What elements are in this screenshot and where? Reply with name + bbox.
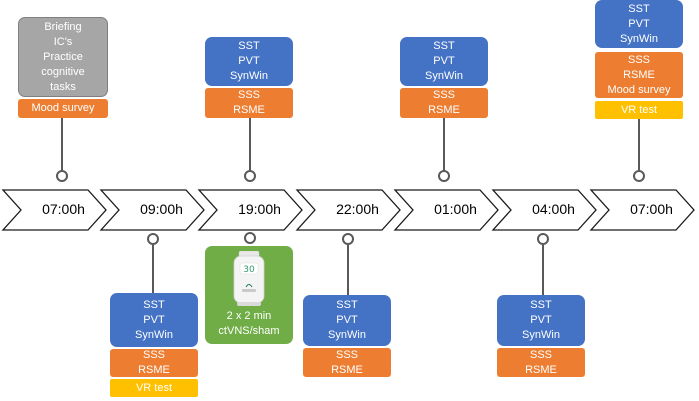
questionnaire-label: RSME — [428, 104, 460, 116]
briefing-line: Practice — [43, 50, 83, 63]
chevron-0700-start — [1, 189, 107, 231]
task-label: SST — [433, 40, 455, 52]
task-label: SynWin — [230, 70, 268, 82]
questionnaire-label: RSME — [138, 364, 170, 376]
task-label: PVT — [530, 314, 552, 326]
timepoint-marker — [537, 233, 549, 245]
connector-line — [249, 118, 251, 171]
timepoint-marker — [633, 170, 645, 182]
questionnaire-label: RSME — [525, 363, 557, 376]
cognitive-tasks-box: SST PVT SynWin — [497, 295, 585, 346]
vr-test-label: VR test — [135, 381, 173, 394]
connector-line — [61, 118, 63, 171]
time-label-0700-end: 07:00h — [630, 201, 673, 217]
task-label: SST — [238, 40, 260, 52]
stimulation-label: ctVNS/sham — [218, 325, 280, 337]
mood-survey-box: Mood survey — [18, 99, 108, 118]
task-label: PVT — [628, 17, 650, 30]
timepoint-marker — [244, 170, 256, 182]
chevron-0700-end — [589, 189, 695, 231]
briefing-line: cognitive — [41, 65, 85, 78]
stimulation-box: 30 2 x 2 min ctVNS/sham — [205, 246, 293, 344]
task-label: PVT — [433, 55, 455, 67]
task-label: SynWin — [328, 329, 366, 341]
task-label: SST — [530, 299, 552, 311]
task-label: SynWin — [522, 329, 560, 341]
svg-text:30: 30 — [243, 265, 255, 275]
vr-test-box: VR test — [595, 101, 683, 119]
task-label: SynWin — [135, 328, 173, 341]
questionnaire-box: SSS RSME — [303, 348, 391, 377]
cognitive-tasks-box: SST PVT SynWin — [303, 295, 391, 346]
connector-line — [443, 118, 445, 171]
time-label-2200: 22:00h — [336, 201, 379, 217]
questionnaire-box: SSS RSME Mood survey — [595, 52, 683, 98]
questionnaire-label: Mood survey — [607, 83, 671, 96]
connector-line — [347, 245, 349, 295]
questionnaire-label: RSME — [331, 363, 363, 376]
task-label: SynWin — [620, 32, 658, 45]
time-label-0100: 01:00h — [434, 201, 477, 217]
connector-line — [542, 245, 544, 295]
vns-device-icon: 30 — [233, 250, 265, 306]
briefing-box: Briefing IC's Practice cognitive tasks — [18, 17, 108, 97]
time-label-0900: 09:00h — [140, 201, 183, 217]
cognitive-tasks-box: SST PVT SynWin — [110, 293, 198, 347]
questionnaire-box: SSS RSME — [497, 348, 585, 377]
vns-device-image: 30 — [232, 250, 266, 307]
chevron-0100 — [393, 189, 499, 231]
vr-test-label: VR test — [620, 103, 658, 116]
questionnaire-label: SSS — [142, 349, 165, 361]
task-label: SynWin — [425, 70, 463, 82]
connector-line — [152, 245, 154, 293]
stimulation-label: 2 x 2 min — [226, 310, 272, 322]
task-label: SST — [336, 299, 358, 311]
cognitive-tasks-box: SST PVT SynWin — [400, 37, 488, 86]
timepoint-marker — [244, 232, 256, 244]
connector-line — [638, 119, 640, 171]
timepoint-marker — [147, 233, 159, 245]
briefing-line: Briefing — [44, 20, 82, 33]
questionnaire-label: SSS — [627, 53, 650, 66]
timepoint-marker — [342, 233, 354, 245]
chevron-0900 — [99, 189, 205, 231]
questionnaire-box: SSS RSME — [205, 88, 293, 118]
questionnaire-label: RSME — [233, 104, 265, 116]
questionnaire-label: SSS — [529, 348, 552, 361]
vr-test-box: VR test — [110, 379, 198, 397]
chevron-1900 — [197, 189, 303, 231]
questionnaire-label: SSS — [237, 89, 260, 101]
chevron-2200 — [295, 189, 401, 231]
task-label: SST — [143, 298, 165, 311]
chevron-0400 — [491, 189, 597, 231]
time-label-0700-start: 07:00h — [42, 201, 85, 217]
task-label: PVT — [336, 314, 358, 326]
cognitive-tasks-box: SST PVT SynWin — [595, 0, 683, 48]
briefing-line: IC's — [53, 35, 73, 48]
timepoint-marker — [438, 170, 450, 182]
questionnaire-label: RSME — [623, 68, 655, 81]
questionnaire-box: SSS RSME — [400, 88, 488, 118]
time-label-0400: 04:00h — [532, 201, 575, 217]
task-label: PVT — [238, 55, 260, 67]
task-label: SST — [628, 2, 650, 15]
briefing-line: tasks — [50, 80, 76, 93]
questionnaire-label: SSS — [432, 89, 455, 101]
timepoint-marker — [56, 170, 68, 182]
questionnaire-label: SSS — [335, 348, 358, 361]
mood-survey-label: Mood survey — [31, 102, 95, 114]
task-label: PVT — [143, 313, 165, 326]
time-label-1900: 19:00h — [238, 201, 281, 217]
cognitive-tasks-box: SST PVT SynWin — [205, 37, 293, 86]
questionnaire-box: SSS RSME — [110, 349, 198, 377]
